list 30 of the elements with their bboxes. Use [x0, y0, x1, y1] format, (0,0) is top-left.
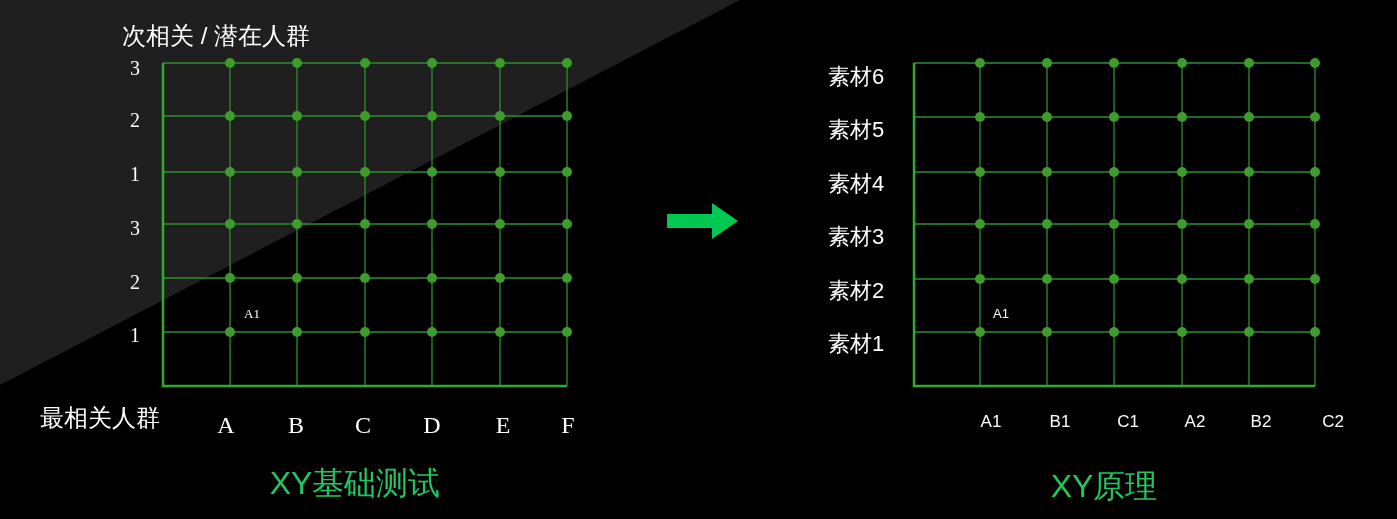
tick-label: A2	[1184, 412, 1206, 430]
point-label: A1	[993, 306, 1009, 320]
tick-label: 素材4	[827, 173, 885, 195]
chart-caption: XY原理	[1050, 470, 1158, 502]
tick-label: A1	[980, 412, 1002, 430]
tick-label: 素材6	[827, 66, 885, 88]
tick-label: 1	[130, 164, 140, 184]
tick-label: 2	[130, 272, 140, 292]
tick-label: F	[561, 413, 575, 437]
tick-label: 素材5	[827, 119, 885, 141]
axis-title: 最相关人群	[40, 406, 160, 430]
tick-label: 素材3	[827, 226, 885, 248]
axis-title: 次相关 / 潜在人群	[122, 24, 310, 48]
tick-label: C	[355, 413, 371, 437]
tick-label: A	[217, 413, 235, 437]
chart-caption: XY基础测试	[269, 467, 441, 499]
tick-label: B1	[1049, 412, 1071, 430]
tick-label: 3	[130, 218, 140, 238]
tick-label: B2	[1250, 412, 1272, 430]
tick-label: 1	[130, 325, 140, 345]
point-label: A1	[244, 306, 260, 320]
tick-label: E	[495, 413, 511, 437]
tick-label: 2	[130, 110, 140, 130]
tick-label: C1	[1117, 412, 1139, 430]
tick-label: 素材1	[827, 333, 885, 355]
tick-label: 素材2	[827, 280, 885, 302]
tick-label: 3	[130, 58, 140, 78]
tick-label: C2	[1322, 412, 1344, 430]
tick-label: B	[288, 413, 304, 437]
tick-label: D	[423, 413, 441, 437]
